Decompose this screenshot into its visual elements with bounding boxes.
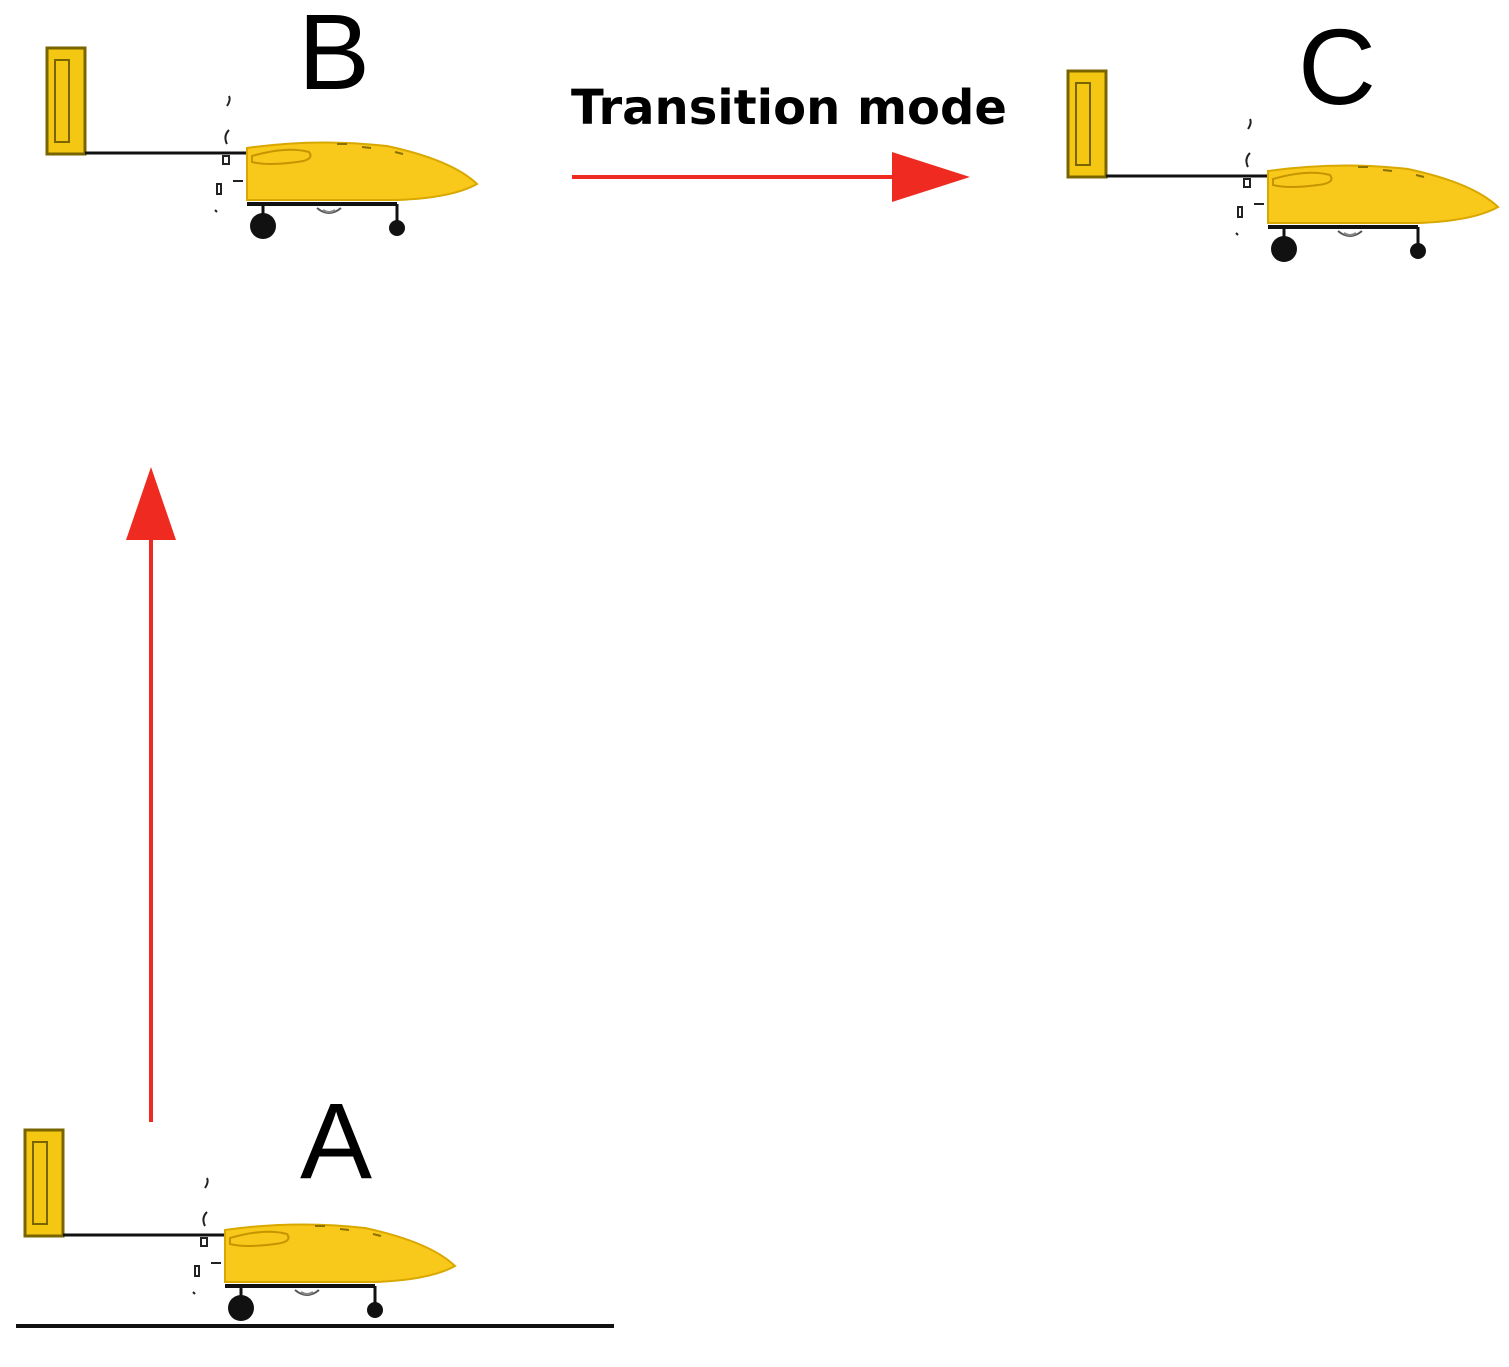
transition-mode-label: Transition mode <box>571 80 1007 136</box>
state-label-c: C <box>1298 6 1376 127</box>
arrow-b-to-c <box>572 152 970 202</box>
state-label-b: B <box>298 0 371 112</box>
arrow-a-to-b <box>126 467 176 1122</box>
vehicle-c <box>1066 69 1500 264</box>
state-label-a: A <box>300 1080 373 1201</box>
vehicle-b <box>45 46 479 241</box>
vehicle-a <box>23 1128 457 1323</box>
